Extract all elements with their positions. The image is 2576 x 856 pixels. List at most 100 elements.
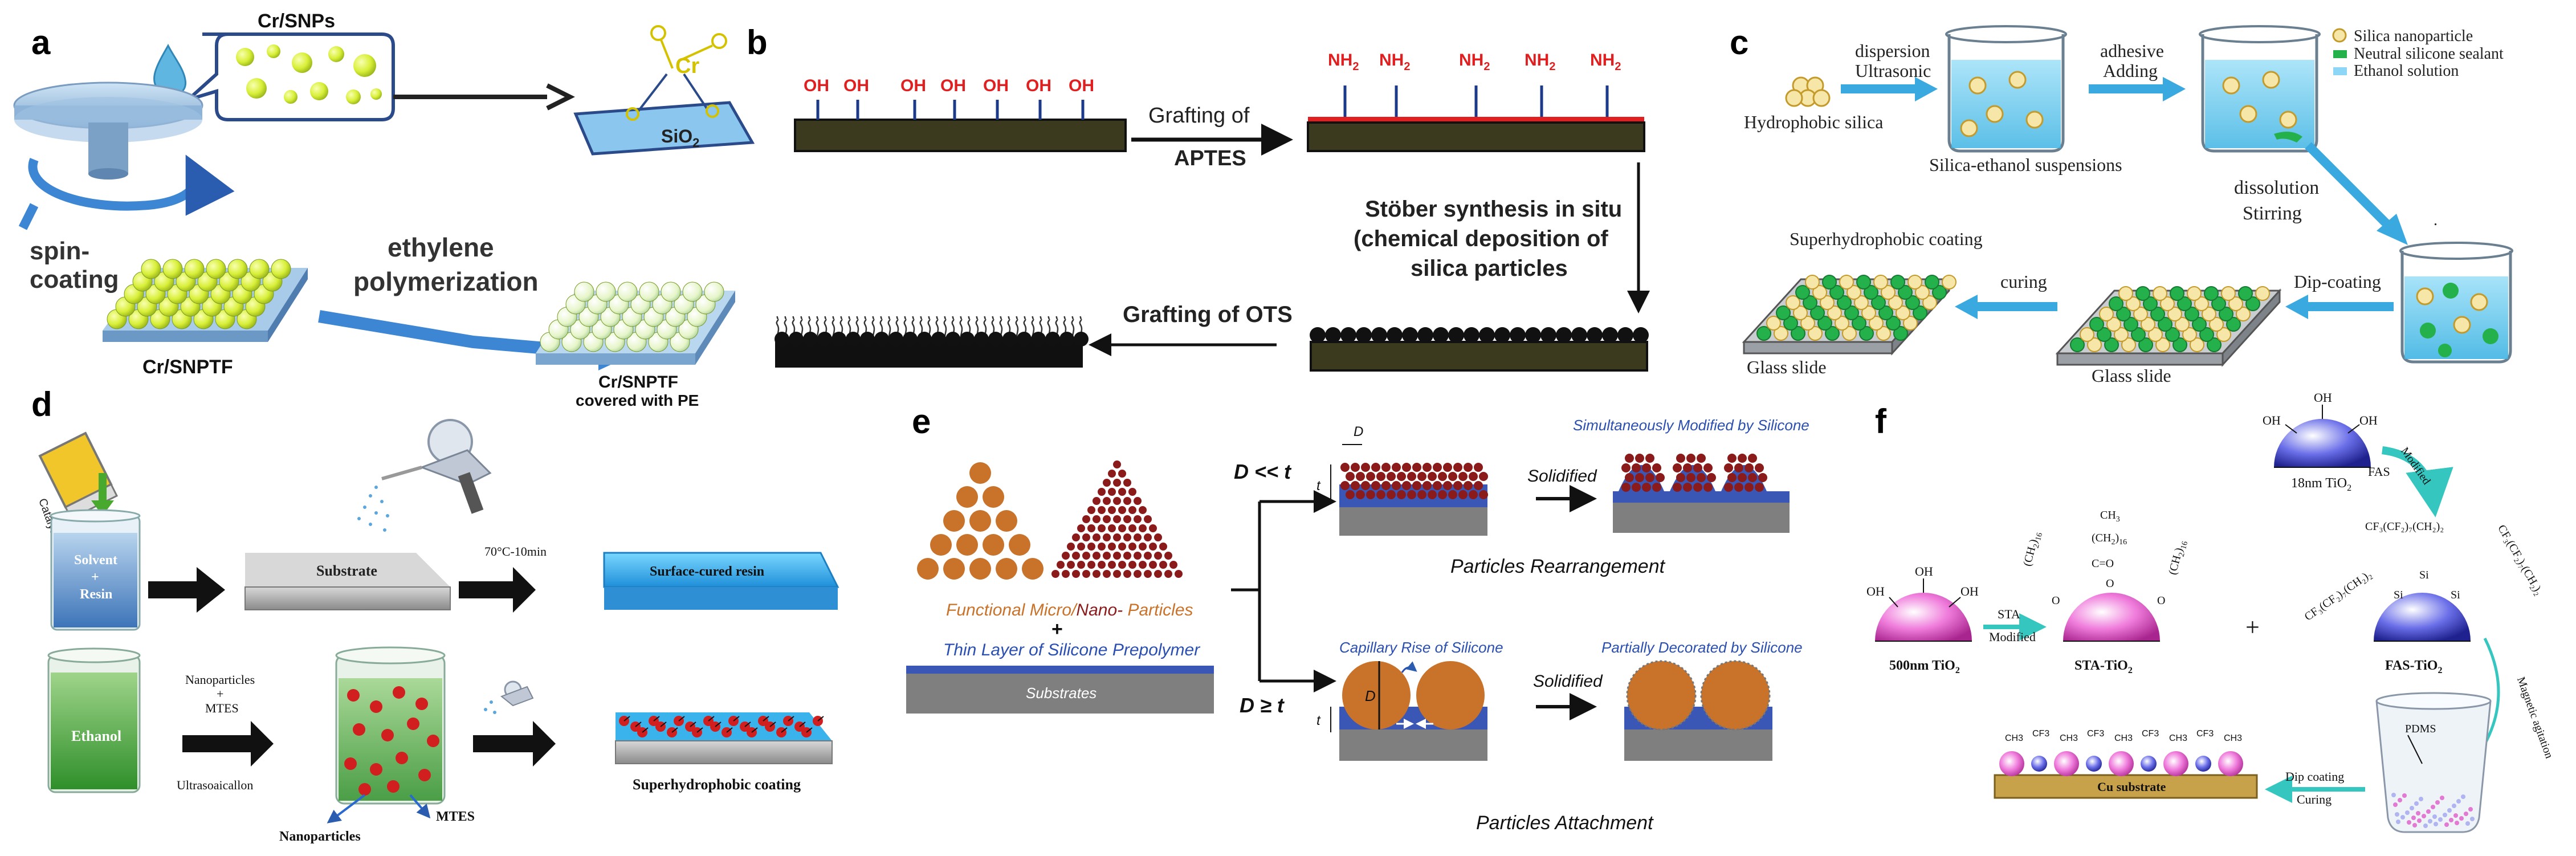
legend-c: Silica nanoparticle Neutral silicone sea… [2332,27,2504,80]
silicone-layer [906,666,1214,674]
cr-snps-label: Cr/SNPs [258,10,335,32]
fas-label: FAS [2368,464,2390,479]
tio2-500-label: 500nm TiO2 [1889,658,1960,675]
arrow-fas-modified [2382,446,2453,517]
functional-label: Functional Micro/Nano- Particles [946,601,1193,619]
modified-label-f: Modified [2398,445,2433,487]
sta-o-top: O [2106,577,2114,590]
sta-ch2-right: (CH2)16 [2166,539,2190,577]
cr-snps-bubble: Cr/SNPs [186,10,395,121]
spin-label-1: spin- [30,237,89,265]
panel-a: a Cr/SNPs [13,10,755,409]
legend-ethanol: Ethanol solution [2354,62,2459,80]
arrow-dip-coating [2285,295,2308,319]
d-lt-t-label: D << t [1234,460,1292,483]
substrate-label: Substrate [316,562,377,579]
panel-e-letter: e [912,402,931,441]
attachment-before: D t [1316,661,1487,761]
aptes-label: APTES [1174,146,1246,170]
oh-f4: OH [1866,584,1885,598]
d-ge-t-label: D ≥ t [1240,694,1285,717]
panel-d: d Catalyst Solvent + Resin [31,385,839,844]
arrow-d2 [459,567,536,613]
ots-particles [775,332,1089,347]
pdms-label: PDMS [2405,723,2436,735]
polymerization-label: polymerization [353,267,539,296]
oh-label: OH [900,76,926,95]
sym-d-top: D [1354,424,1363,439]
dip-coating-label: Dip-coating [2294,271,2381,292]
sym-t-top: t [1316,478,1321,494]
mtes-arrow-label: MTES [436,809,475,824]
resin-label: Resin [80,587,112,602]
nanoparticles-bottom-label: Nanoparticles [279,829,361,844]
sta-o-right: O [2157,594,2165,607]
oh-f1: OH [2263,413,2281,427]
legend-silica: Silica nanoparticle [2354,27,2473,45]
panel-b-letter: b [747,23,768,62]
sta-modified-label: Modified [1989,630,2036,644]
substrate-silica [1310,341,1648,372]
ch3-label: CH3 [2114,733,2133,743]
arrow-d1 [148,567,225,613]
fas-tio2: Si Si Si CF₃(CF₂)₇(CH₂)₂ CF₃(CF₂)₇(CH₂)₂… [2302,520,2546,675]
simultaneously-label: Simultaneously Modified by Silicone [1573,417,1809,434]
panel-a-letter: a [31,23,51,62]
cr-snptf-label: Cr/SNPTF [142,356,233,378]
micro-particle-triangle [917,462,1044,580]
glass-slide-right-label: Glass slide [2092,365,2171,386]
hydrophobic-silica-cluster [1785,76,1831,107]
oh-f6: OH [1960,584,1979,598]
solvent-resin-beaker: Solvent + Resin [50,509,141,631]
substrates-block [906,674,1214,714]
plus-d-label: + [217,687,223,701]
tio2-18-label: 18nm TiO2 [2291,476,2351,493]
cr-snptf-pe-film: Cr/SNPTF covered with PE [536,282,735,409]
dissolution-label: dissolution [2234,177,2319,198]
sym-t-bottom: t [1316,713,1321,728]
oh-label: OH [940,76,966,95]
attachment-after [1624,660,1772,761]
nh2-label: NH2 [1328,51,1359,73]
fas-si-right: Si [2451,589,2460,601]
nh2-label: NH2 [1525,51,1555,73]
surface-cured-label: Surface-cured resin [650,564,764,579]
sta-o-left: O [2052,594,2060,607]
adhesive-label: adhesive [2100,40,2164,61]
plus-f: + [2245,613,2260,641]
beaker-3 [2399,242,2513,364]
solvent-label: Solvent [74,553,117,568]
fas-si-left: Si [2394,589,2403,601]
grafting-of-label: Grafting of [1148,104,1250,128]
sta-tio2: O O O C=O (CH2)16 CH3 (CH2)16 (CH2)16 ST… [2021,509,2190,675]
green-down-arrow [91,500,114,516]
particles-rearrangement-label: Particles Rearrangement [1450,556,1666,577]
curing-f-label: Curing [2297,792,2332,806]
silica-particles [1310,327,1649,343]
arrow-d3 [182,721,274,767]
oh-label: OH [804,76,829,95]
superhydrophobic-coating-d: Superhydrophobic coating [615,712,833,793]
glass-slide-left [1742,275,1957,356]
small-spray-icon [484,680,534,714]
dip-coating-f-label: Dip coating [2285,769,2344,784]
spray-gun-icon [357,419,492,532]
dot-mark: . [2434,211,2438,229]
fas-tio2-label: FAS-TiO2 [2385,658,2442,675]
pdms-beaker: PDMS [2375,692,2492,833]
curing-label: curing [2000,271,2047,292]
fas-chain-right: CF₃(CF₂)₇(CH₂)₂ [2495,523,2545,597]
oh-label: OH [1069,76,1094,95]
cu-substrate-label: Cu substrate [2097,780,2166,794]
oh-label: OH [1026,76,1051,95]
legend-sealant: Neutral silicone sealant [2354,45,2504,63]
hydrophobic-silica-label: Hydrophobic silica [1744,112,1883,132]
fas-chain-top: CF₃(CF₂)₇(CH₂)₂ [2365,520,2444,533]
sta-label: STA [1998,607,2020,621]
glass-slide-right [2055,286,2282,367]
spin-coater [13,81,235,216]
oh-f5: OH [1915,564,1933,578]
oh-f2: OH [2314,390,2332,405]
